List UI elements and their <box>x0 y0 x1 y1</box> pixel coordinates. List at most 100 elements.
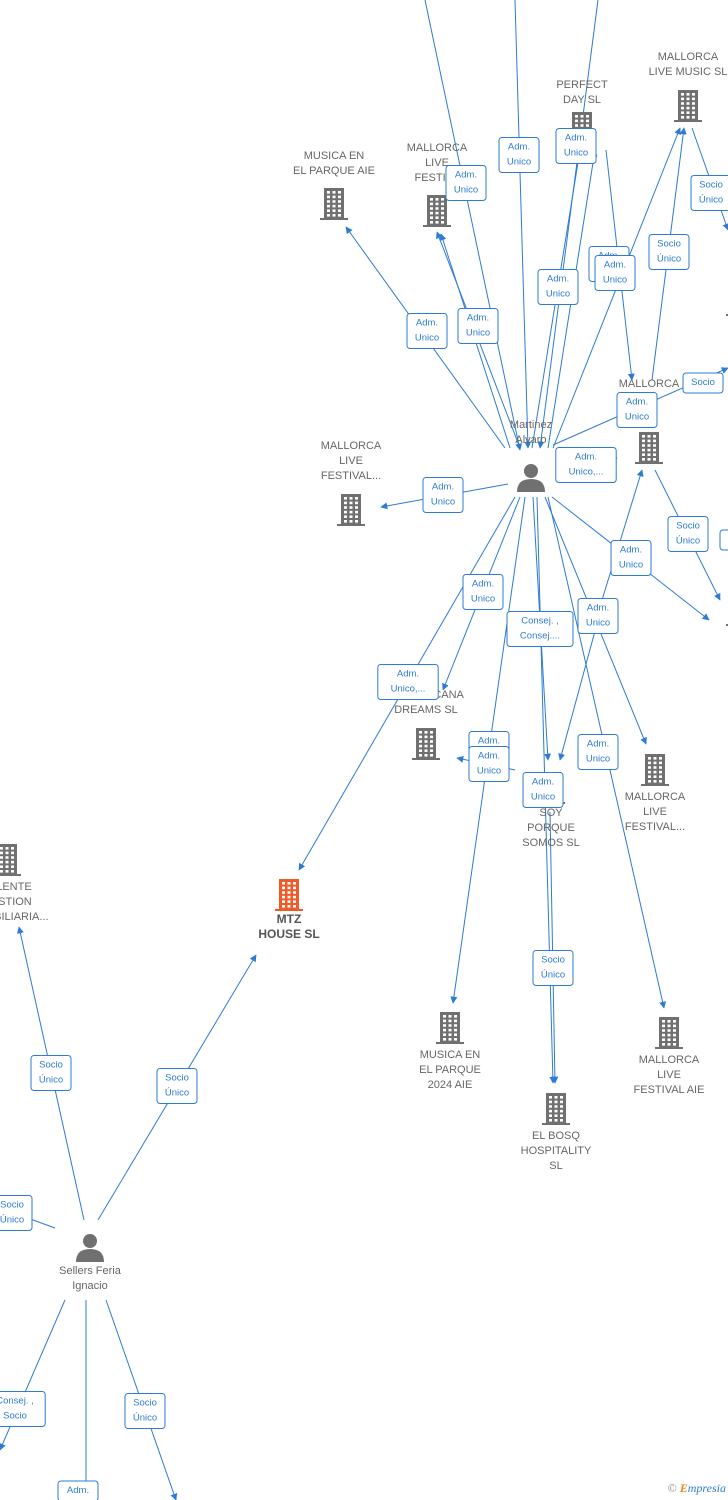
relation-badge[interactable]: Socio <box>719 529 728 551</box>
relation-edge <box>0 1299 66 1451</box>
relation-label: Adm.Unico <box>586 739 610 765</box>
relation-badge[interactable]: Adm.Unico <box>422 477 464 513</box>
relation-label: Adm.Unico <box>531 777 555 803</box>
node-label: VALENTEGESTIONINMOBILIARIA... <box>0 881 49 923</box>
relation-edge <box>549 811 559 1084</box>
relation-badge[interactable]: Adm.Unico,... <box>555 447 617 483</box>
relation-label: Consej. ,Consej.... <box>520 616 560 642</box>
relation-badge[interactable]: Adm.Unico <box>498 137 540 173</box>
relation-badge[interactable]: Adm.Unico <box>462 574 504 610</box>
relation-badge[interactable]: Adm.Unico <box>468 746 510 782</box>
relation-badge[interactable]: Adm.Unico <box>594 255 636 291</box>
relation-label: Socio <box>691 377 715 388</box>
relation-badge[interactable]: Socio <box>682 372 724 394</box>
empresia-watermark[interactable]: © Empresia <box>668 1481 726 1496</box>
relation-label: Adm.Unico <box>415 318 439 344</box>
relation-label: Adm.Unico <box>466 313 490 339</box>
company-building-icon <box>655 1017 683 1049</box>
relations-layer: Adm.UnicoAdm.UnicoAdm.UnicoAdm.UnicoAdm.… <box>0 128 728 1500</box>
relation-label: Adm.Unico <box>586 603 610 629</box>
relation-badge[interactable]: Adm.Unico <box>522 772 564 808</box>
relation-badge[interactable]: Adm.Unico <box>577 598 619 634</box>
person-icon <box>76 1234 104 1262</box>
relation-label: Adm.Unico,... <box>391 669 426 695</box>
relation-badge[interactable]: Adm.Unico <box>616 392 658 428</box>
relation-label: Adm.Unico <box>564 133 588 159</box>
relation-label: Adm.Unico <box>471 579 495 605</box>
main-company-building-icon <box>275 879 303 911</box>
relation-label: Adm.Unico <box>507 142 531 168</box>
relation-edge <box>424 0 523 451</box>
company-building-icon <box>423 195 451 227</box>
node-partial-m-f[interactable]: MF <box>726 275 728 317</box>
relation-badge[interactable]: Adm.Unico <box>537 269 579 305</box>
company-building-icon <box>436 1012 464 1044</box>
brand-initial: E <box>679 1481 688 1495</box>
relation-badge[interactable]: Adm.Unico <box>406 313 448 349</box>
relation-label: Consej. ,Socio <box>0 1396 34 1422</box>
relation-badge[interactable]: Consej. ,Consej.... <box>506 611 574 647</box>
relation-label: Adm. <box>67 1485 89 1496</box>
company-building-icon <box>337 494 365 526</box>
relation-badge[interactable]: Adm. <box>57 1480 99 1500</box>
brand-name: mpresia <box>687 1481 726 1495</box>
relation-badge[interactable]: Adm.Unico <box>457 308 499 344</box>
relation-label: Adm.Unico <box>546 274 570 300</box>
relation-badge[interactable]: Consej. ,Socio <box>0 1391 46 1427</box>
relation-edge <box>558 619 599 761</box>
relation-label: Adm.Unico <box>431 482 455 508</box>
copyright-symbol: © <box>667 1481 677 1495</box>
relation-badge[interactable]: Adm.Unico,... <box>377 664 439 700</box>
node-valente[interactable]: VALENTEGESTIONINMOBILIARIA... <box>0 844 49 923</box>
company-building-icon <box>726 624 728 626</box>
relation-badge[interactable]: Adm.Unico <box>555 128 597 164</box>
relation-badge[interactable]: Adm.Unico <box>577 734 619 770</box>
relation-edge <box>514 0 532 449</box>
relation-badge[interactable]: Adm.Unico <box>445 165 487 201</box>
relation-label: Adm.Unico <box>477 751 501 777</box>
company-building-icon <box>641 754 669 786</box>
relation-label: Adm.Unico <box>603 260 627 286</box>
relation-badge[interactable]: Adm.Unico <box>610 540 652 576</box>
relation-label: Adm.Unico <box>625 397 649 423</box>
company-building-icon <box>635 432 663 464</box>
company-building-icon <box>726 314 728 316</box>
